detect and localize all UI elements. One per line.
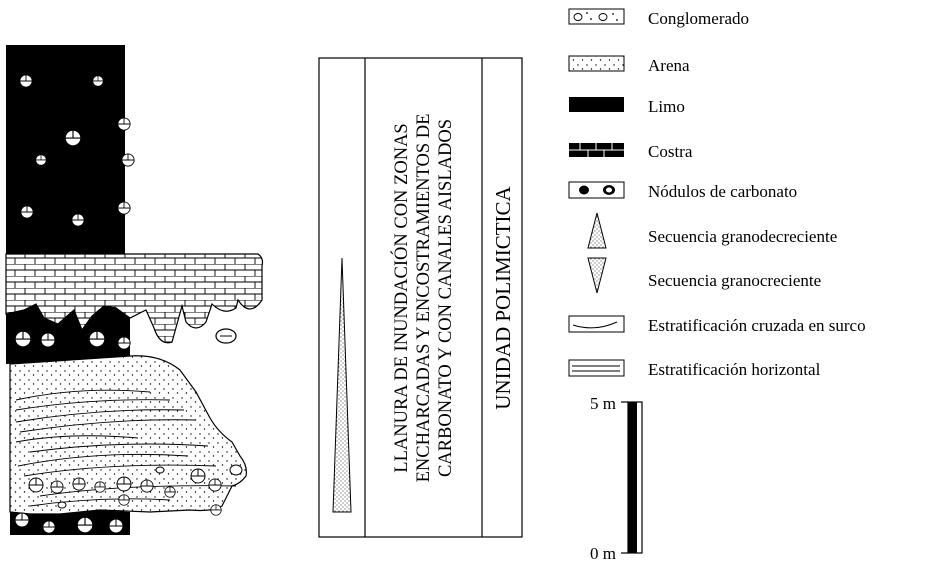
legend-item-granocreciente: Secuencia granocreciente bbox=[587, 257, 821, 294]
legend-item-granodecreciente: Secuencia granodecreciente bbox=[587, 212, 837, 249]
legend-item-nodulos: Nódulos de carbonato bbox=[568, 181, 797, 201]
legend-item-conglomerado: Conglomerado bbox=[568, 8, 749, 28]
legend-item-arena: Arena bbox=[568, 55, 690, 75]
cross-bedding bbox=[15, 389, 237, 507]
arena-channel bbox=[9, 355, 247, 515]
scale-bar: 5 m 0 m bbox=[590, 394, 643, 561]
legend-item-limo: Limo bbox=[569, 97, 685, 116]
legend-item-cruzada: Estratificación cruzada en surco bbox=[568, 315, 866, 335]
legend-item-horizontal: Estratificación horizontal bbox=[568, 359, 821, 379]
scale-bottom-label: 0 m bbox=[590, 544, 616, 561]
legend-label-conglomerado: Conglomerado bbox=[648, 9, 749, 28]
legend-label-costra: Costra bbox=[648, 142, 693, 161]
facies-text-line-1: LLANURA DE INUNDACIÓN CON ZONAS bbox=[390, 123, 412, 472]
legend: Conglomerado Arena Limo Costra bbox=[568, 8, 866, 561]
sequence-wedge bbox=[332, 257, 352, 513]
legend-label-granocreciente: Secuencia granocreciente bbox=[648, 271, 821, 290]
legend-label-limo: Limo bbox=[648, 97, 685, 116]
channel-clasts bbox=[28, 464, 243, 516]
limo-base-bed bbox=[10, 510, 130, 535]
legend-label-nodulos: Nódulos de carbonato bbox=[648, 182, 797, 201]
legend-item-costra: Costra bbox=[569, 142, 693, 161]
legend-label-granodecreciente: Secuencia granodecreciente bbox=[648, 227, 837, 246]
limo-lower-bed bbox=[6, 304, 130, 364]
strat-column bbox=[5, 45, 264, 535]
facies-text-line-2: ENCHARCADAS Y ENCOSTRAMIENTOS DE bbox=[414, 114, 434, 483]
interpretation-box: LLANURA DE INUNDACIÓN CON ZONAS ENCHARCA… bbox=[318, 57, 523, 538]
scale-top-label: 5 m bbox=[590, 394, 616, 413]
costra-bed bbox=[5, 253, 264, 344]
legend-label-cruzada: Estratificación cruzada en surco bbox=[648, 316, 866, 335]
legend-label-arena: Arena bbox=[648, 56, 690, 75]
unit-name: UNIDAD POLIMICTICA bbox=[491, 185, 515, 409]
facies-text-line-3: CARBONATO Y CON CANALES AISLADOS bbox=[436, 119, 456, 477]
legend-label-horizontal: Estratificación horizontal bbox=[648, 360, 821, 379]
